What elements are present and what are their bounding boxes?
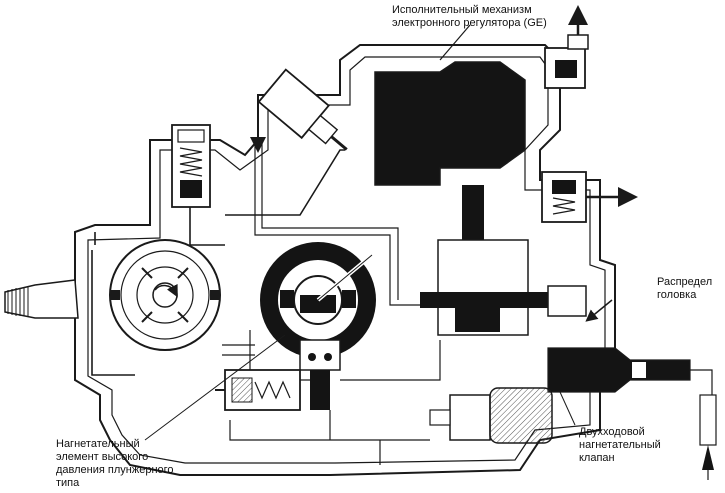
label-actuator: Исполнительный механизм электронного рег… bbox=[392, 4, 547, 30]
label-delivery-valve-line-3: клапан bbox=[579, 452, 615, 464]
label-distributor-head-line-1: Распредел bbox=[657, 276, 713, 288]
drive-shaft bbox=[4, 279, 79, 319]
pressure-sensor-top bbox=[544, 5, 589, 89]
fuel-line-3 bbox=[222, 330, 441, 381]
label-pump-element-line-3: давления плунжерного bbox=[56, 464, 174, 476]
delivery-valve bbox=[547, 347, 717, 480]
label-pump-element: Нагнетательный элемент высокого давления… bbox=[56, 438, 174, 490]
label-pump-element-line-1: Нагнетательный bbox=[56, 438, 140, 450]
label-delivery-valve: Двухходовой нагнетательный клапан bbox=[579, 426, 661, 465]
label-delivery-valve-line-1: Двухходовой bbox=[579, 426, 645, 438]
fuel-line-2 bbox=[254, 140, 450, 306]
pump-housing-outline bbox=[74, 44, 616, 476]
overflow-valve bbox=[541, 171, 638, 223]
leader-line-valve bbox=[559, 391, 576, 426]
return-passage bbox=[229, 410, 430, 465]
label-distributor-head: Распредел головка bbox=[657, 276, 712, 302]
label-distributor-head-line-2: головка bbox=[657, 289, 697, 301]
leader-line-element bbox=[144, 334, 286, 441]
pressure-regulating-valve bbox=[171, 124, 211, 208]
drive-shaft-splines bbox=[7, 287, 29, 317]
timer-spring-assembly bbox=[215, 369, 301, 411]
label-actuator-line-2: электронного регулятора (GE) bbox=[392, 17, 547, 29]
solenoid-valve bbox=[257, 68, 348, 151]
label-actuator-line-1: Исполнительный механизм bbox=[392, 4, 532, 16]
label-pump-element-line-2: элемент высокого bbox=[56, 451, 149, 463]
distributor-head bbox=[420, 239, 613, 336]
vane-feed-pump bbox=[109, 239, 221, 351]
timing-device bbox=[299, 339, 341, 410]
fuel-line-1 bbox=[91, 149, 345, 376]
label-delivery-valve-line-2: нагнетательный bbox=[579, 439, 661, 451]
label-pump-element-line-4: типа bbox=[56, 477, 80, 489]
connector-plug bbox=[429, 387, 553, 444]
radial-piston-pump bbox=[260, 242, 385, 358]
